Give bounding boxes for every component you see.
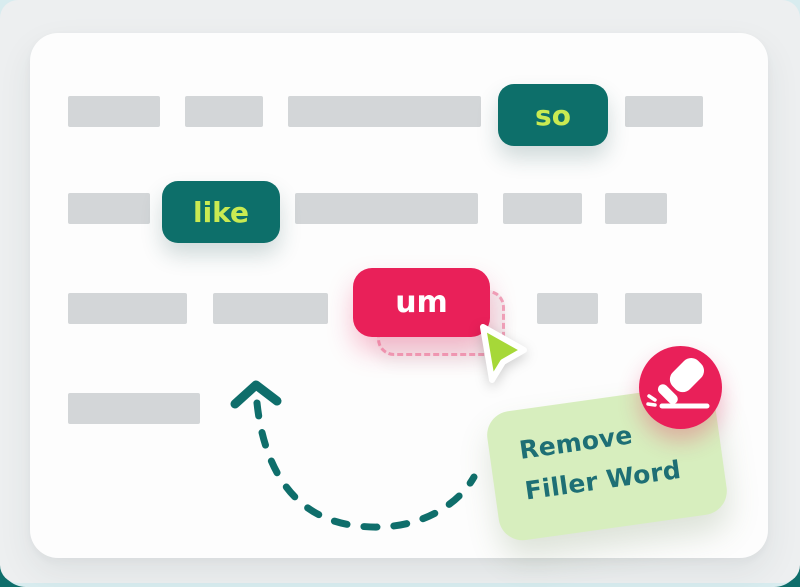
transcript-text-placeholder	[537, 293, 598, 324]
transcript-text-placeholder	[68, 393, 200, 424]
filler-word-chip-like[interactable]: like	[162, 181, 280, 243]
cursor-icon	[480, 324, 527, 383]
transcript-text-placeholder	[625, 96, 703, 127]
filler-word-chip-um[interactable]: um	[353, 268, 490, 337]
eraser-badge[interactable]	[639, 346, 722, 429]
transcript-text-placeholder	[295, 193, 478, 224]
filler-word-chip-so[interactable]: so	[498, 84, 608, 146]
eraser-icon	[646, 357, 710, 409]
transcript-text-placeholder	[625, 293, 702, 324]
transcript-text-placeholder	[503, 193, 582, 224]
transcript-text-placeholder	[68, 96, 160, 127]
curved-dashed-arrow	[230, 380, 478, 531]
transcript-text-placeholder	[288, 96, 481, 127]
transcript-text-placeholder	[185, 96, 263, 127]
transcript-text-placeholder	[68, 293, 187, 324]
transcript-text-placeholder	[213, 293, 328, 324]
transcript-text-placeholder	[68, 193, 150, 224]
transcript-text-placeholder	[605, 193, 667, 224]
